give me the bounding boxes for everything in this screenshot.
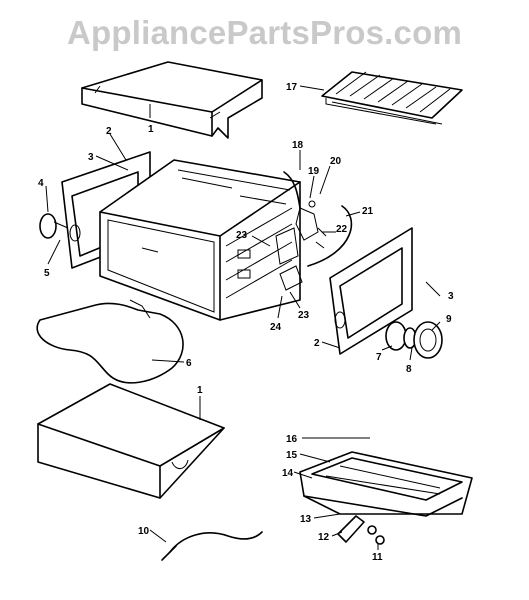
callout-2-right: 2 xyxy=(314,338,320,349)
callout-23-left: 23 xyxy=(236,230,248,241)
door-frame-right[interactable] xyxy=(329,227,413,355)
callout-14: 14 xyxy=(282,468,294,479)
callout-1-bottom: 1 xyxy=(197,385,203,396)
knob-left[interactable] xyxy=(39,213,81,242)
leader-lines xyxy=(45,85,441,550)
callout-5: 5 xyxy=(44,268,50,279)
callout-1-top: 1 xyxy=(148,124,154,135)
callout-20: 20 xyxy=(330,156,342,167)
callout-labels: 1 1 2 2 3 3 4 5 6 7 8 9 10 11 12 13 14 1… xyxy=(38,82,454,563)
oven-body[interactable] xyxy=(99,159,301,321)
callout-4: 4 xyxy=(38,178,44,189)
thermostat-assembly[interactable] xyxy=(275,171,353,291)
foot[interactable] xyxy=(337,515,365,543)
callout-8: 8 xyxy=(406,364,412,375)
callout-18: 18 xyxy=(292,140,304,151)
callout-21: 21 xyxy=(362,206,374,217)
screw[interactable] xyxy=(367,525,385,545)
callout-17: 17 xyxy=(286,82,298,93)
callout-16: 16 xyxy=(286,434,298,445)
callout-7: 7 xyxy=(376,352,382,363)
callout-11: 11 xyxy=(372,552,383,563)
power-cord[interactable] xyxy=(161,531,263,561)
watermark-text: AppliancePartsPros.com xyxy=(66,14,463,51)
callout-2-left: 2 xyxy=(106,126,112,137)
heating-element[interactable] xyxy=(36,299,184,384)
callout-3-right: 3 xyxy=(448,291,454,302)
oven-rack[interactable] xyxy=(321,71,463,125)
callout-10: 10 xyxy=(138,526,150,537)
callout-6: 6 xyxy=(186,358,192,369)
callout-15: 15 xyxy=(286,450,298,461)
callout-12: 12 xyxy=(318,532,330,543)
callout-22: 22 xyxy=(336,224,348,235)
bottom-tray[interactable] xyxy=(37,383,225,499)
top-cover[interactable] xyxy=(81,61,263,139)
callout-3-left: 3 xyxy=(88,152,94,163)
callout-9: 9 xyxy=(446,314,452,325)
knob-right[interactable] xyxy=(385,321,443,359)
crumb-tray[interactable] xyxy=(299,451,473,517)
callout-19: 19 xyxy=(308,166,320,177)
callout-13: 13 xyxy=(300,514,312,525)
callout-24: 24 xyxy=(270,322,282,333)
callout-23-right: 23 xyxy=(298,310,310,321)
